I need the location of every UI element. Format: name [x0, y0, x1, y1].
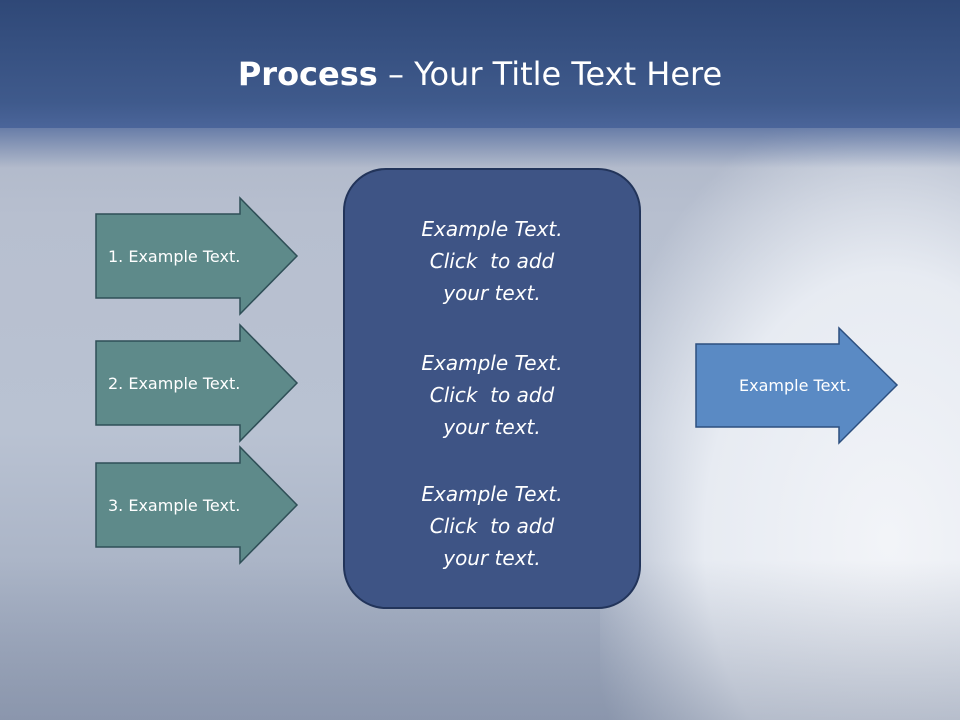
left-arrow-2-shape [95, 323, 299, 443]
center-block-1-line-1: Example Text. [421, 217, 562, 241]
center-box-shape [343, 168, 641, 609]
center-block-1-line-3: your text. [442, 281, 541, 305]
center-text-box[interactable]: Example Text. Click to add your text. Ex… [343, 168, 641, 609]
slide-title[interactable]: Process – Your Title Text Here [0, 52, 960, 96]
left-arrow-2[interactable]: 2. Example Text. [95, 323, 299, 443]
center-block-3-line-3: your text. [442, 546, 541, 570]
center-block-2-line-2: Click to add [430, 383, 555, 407]
title-bar-fade [0, 128, 960, 168]
center-block-3-line-1: Example Text. [421, 482, 562, 506]
title-bar [0, 0, 960, 128]
left-arrow-3[interactable]: 3. Example Text. [95, 445, 299, 565]
right-arrow-shape [695, 326, 899, 445]
left-arrow-2-label: 2. Example Text. [108, 374, 240, 393]
right-arrow[interactable]: Example Text. [695, 326, 899, 445]
left-arrow-1[interactable]: 1. Example Text. [95, 196, 299, 316]
slide-title-rest: – Your Title Text Here [377, 55, 723, 93]
left-arrow-1-shape [95, 196, 299, 316]
left-arrow-3-label: 3. Example Text. [108, 496, 240, 515]
left-arrow-3-shape [95, 445, 299, 565]
center-block-2-line-1: Example Text. [421, 351, 562, 375]
right-arrow-label: Example Text. [739, 376, 851, 395]
slide-title-bold: Process [237, 55, 378, 93]
left-arrow-1-label: 1. Example Text. [108, 247, 240, 266]
center-block-2-line-3: your text. [442, 415, 541, 439]
center-block-3-line-2: Click to add [430, 514, 555, 538]
center-block-1-line-2: Click to add [430, 249, 555, 273]
